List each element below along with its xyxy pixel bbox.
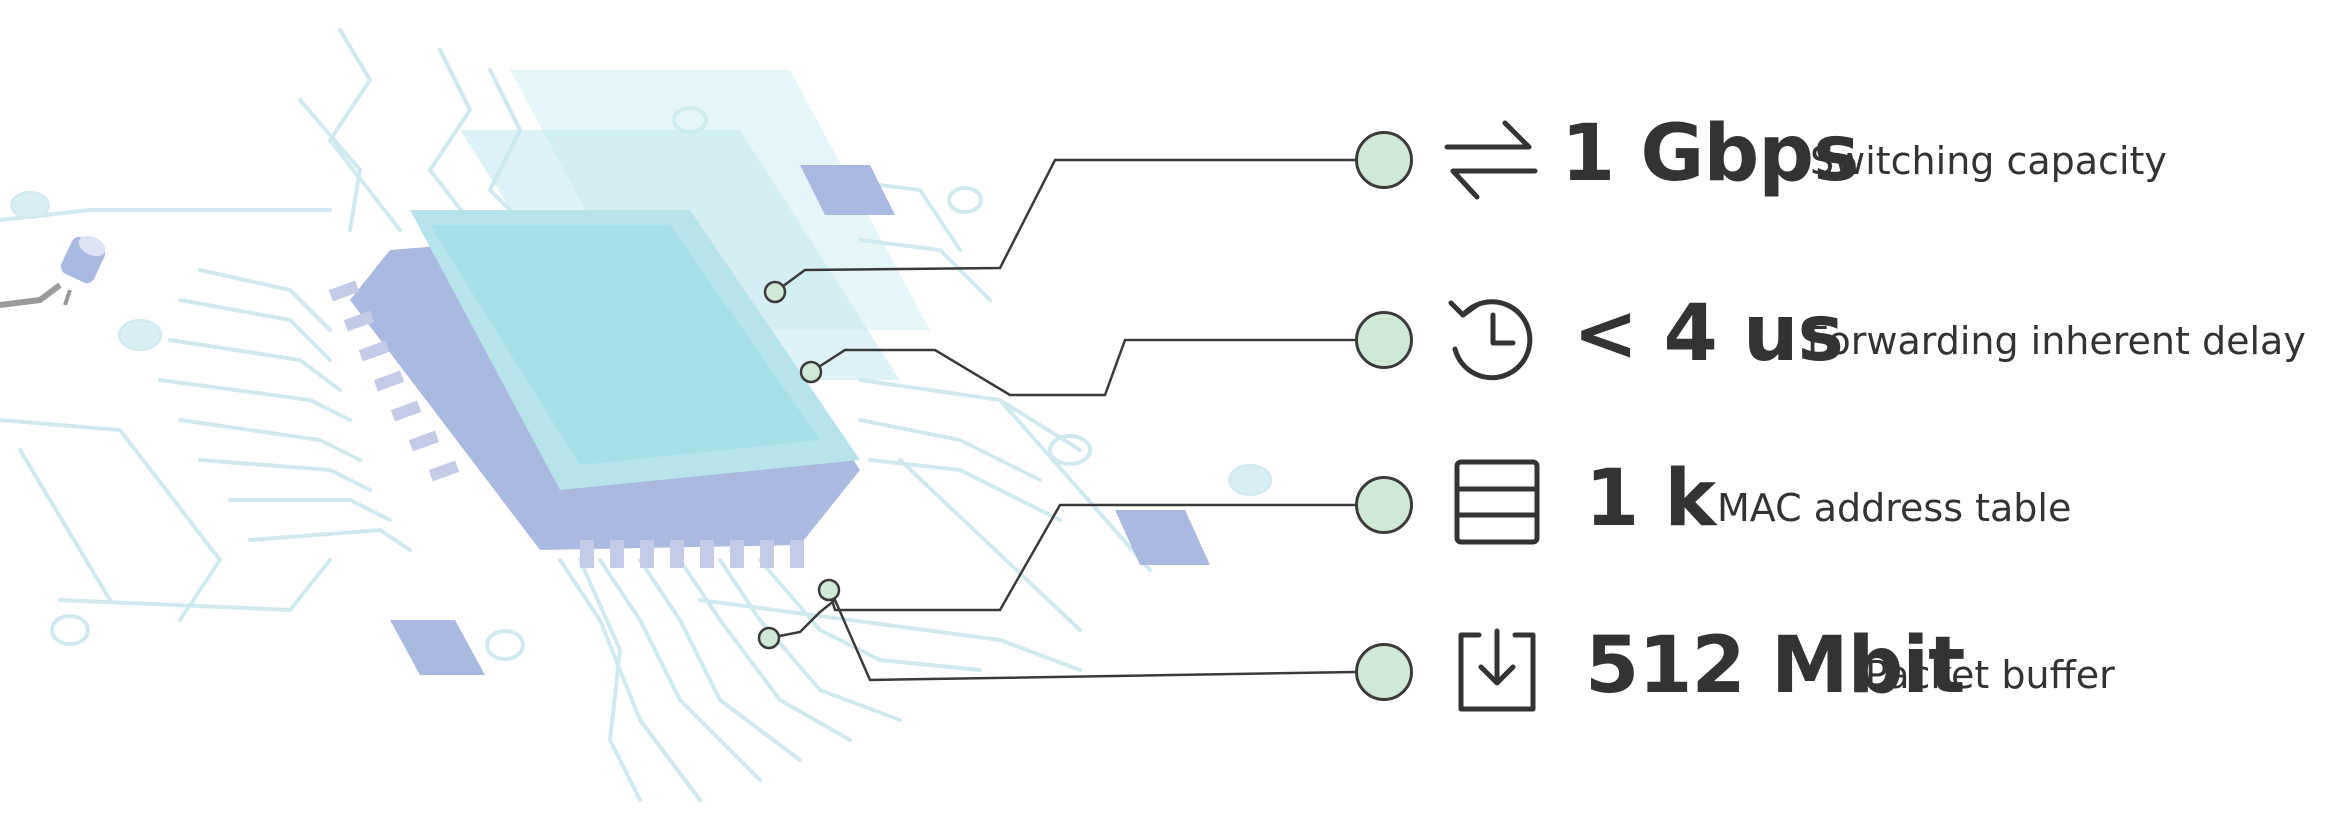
leader-endpoints: [757, 280, 841, 650]
spec-value: 1 k: [1585, 454, 1716, 544]
spec-label: Packet buffer: [1865, 653, 2115, 697]
circuit-traces: [0, 28, 1152, 802]
spec-marker-dot: [1355, 131, 1413, 189]
spec-row-packet-buffer: 512 Mbit Packet buffer: [1355, 617, 2325, 727]
capacitor-component: [0, 235, 106, 308]
spec-row-switching-capacity: 1 Gbps Switching capacity: [1355, 105, 2325, 215]
switch-arrows-icon: [1443, 113, 1539, 209]
spec-label: MAC address table: [1717, 486, 2072, 530]
spec-row-forwarding-delay: < 4 us Forwarding inherent delay: [1355, 285, 2325, 395]
spec-marker-dot: [1355, 476, 1413, 534]
table-icon: [1449, 454, 1545, 550]
spec-value: < 4 us: [1573, 289, 1844, 379]
clock-history-icon: [1443, 289, 1539, 385]
small-chip: [390, 165, 1210, 675]
spec-value: 1 Gbps: [1561, 109, 1860, 199]
spec-marker-dot: [1355, 643, 1413, 701]
spec-label: Forwarding inherent delay: [1807, 319, 2306, 363]
spec-marker-dot: [1355, 311, 1413, 369]
leader-lines: [768, 158, 1360, 682]
spec-value: 512 Mbit: [1585, 621, 1965, 711]
spec-label: Switching capacity: [1810, 139, 2167, 183]
spec-row-mac-table: 1 k MAC address table: [1355, 450, 2325, 560]
download-tray-icon: [1449, 621, 1545, 717]
